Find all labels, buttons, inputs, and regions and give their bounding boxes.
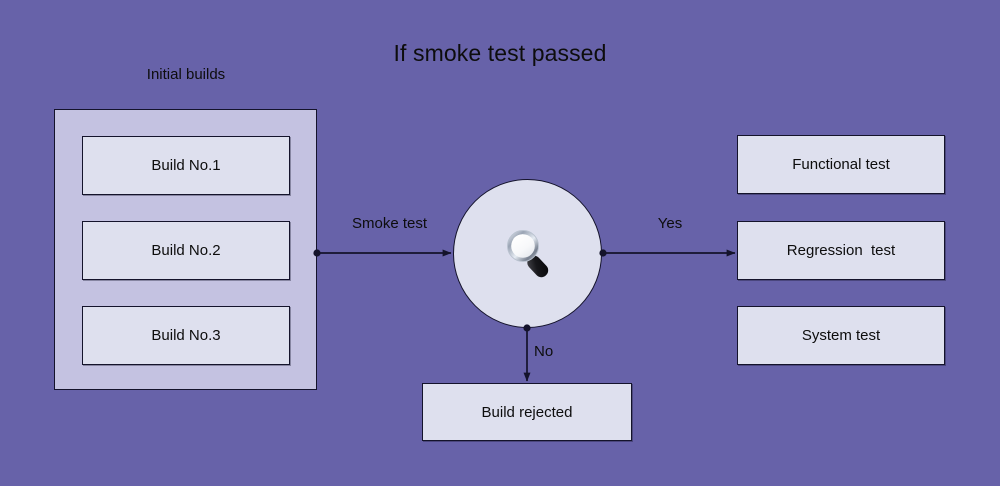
edge-yes: [599, 249, 736, 257]
regression-test-node[interactable]: Regression test: [737, 221, 945, 280]
page-title: If smoke test passed: [393, 40, 607, 66]
functional-test-node[interactable]: Functional test: [737, 135, 945, 194]
edge-label-smoke-test: Smoke test: [351, 215, 428, 232]
edge-no: [523, 324, 531, 382]
build-rejected-node[interactable]: Build rejected: [422, 383, 632, 441]
magnifying-glass-icon: [498, 222, 560, 284]
system-test-node[interactable]: System test: [737, 306, 945, 365]
edge-label-yes: Yes: [657, 215, 683, 232]
build-node-1[interactable]: Build No.1: [82, 136, 290, 195]
build-node-2[interactable]: Build No.2: [82, 221, 290, 280]
build-node-3[interactable]: Build No.3: [82, 306, 290, 365]
edge-label-no: No: [534, 343, 554, 360]
initial-builds-caption: Initial builds: [146, 66, 226, 83]
edge-smoke-test: [313, 249, 452, 257]
